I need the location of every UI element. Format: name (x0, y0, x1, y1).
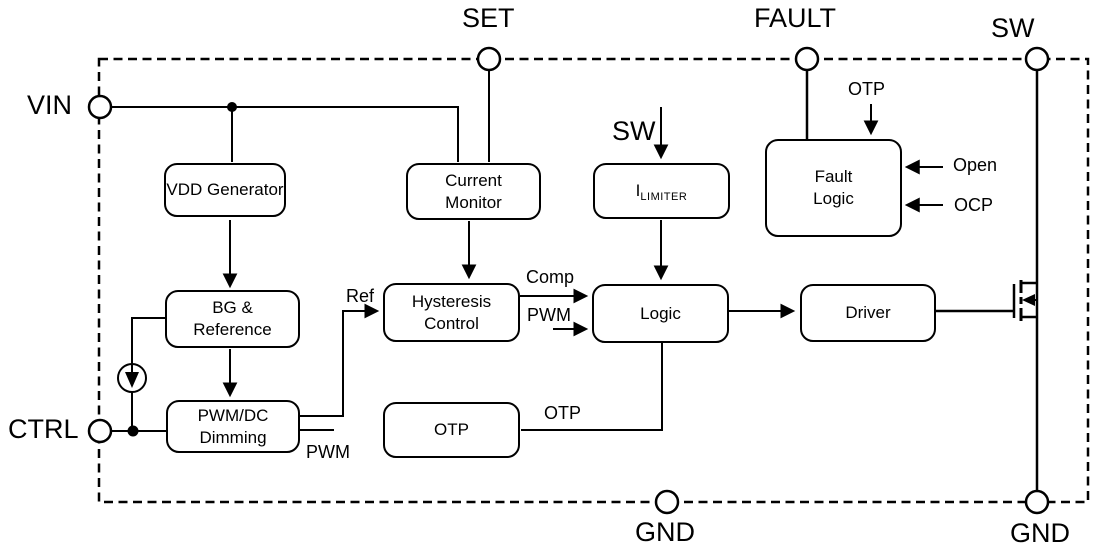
pin-circle-sw (1024, 46, 1050, 72)
block-pwm-dc-dimming: PWM/DC Dimming (166, 400, 300, 453)
signal-label-pwm-in: PWM (527, 305, 571, 325)
block-hysteresis-control: Hysteresis Control (383, 283, 520, 342)
block-current-monitor-line1: Current (445, 170, 502, 190)
block-current-monitor-line2: Monitor (445, 192, 502, 212)
pin-circle-gnd-right (1024, 489, 1050, 515)
nmos-body-arrow (1022, 294, 1035, 306)
signal-label-otp-out: OTP (544, 403, 582, 423)
block-logic: Logic (592, 284, 729, 343)
wire-vin-to-current-monitor (111, 106, 459, 162)
block-bg-reference-line1: BG & (212, 298, 253, 318)
block-vdd-generator: VDD Generator (164, 163, 286, 217)
block-bg-reference-line2: Reference (193, 320, 272, 339)
block-hysteresis-control-line2: Control (424, 313, 479, 333)
block-pwm-dc-dimming-line2: Dimming (199, 427, 267, 447)
pin-circle-fault (794, 46, 820, 72)
signal-label-ocp: OCP (954, 195, 994, 215)
pin-circle-vin (87, 94, 113, 120)
signal-label-ref: Ref (346, 286, 375, 306)
block-driver: Driver (800, 284, 936, 342)
pin-label-sw: SW (991, 13, 1035, 43)
pin-label-ctrl: CTRL (8, 414, 79, 444)
pin-label-gnd-center: GND (635, 517, 695, 547)
signal-label-comp: Comp (526, 267, 575, 287)
wire-logic-to-otp (521, 343, 663, 431)
block-pwm-dc-dimming-line1: PWM/DC (197, 405, 269, 425)
signal-label-pwm-out: PWM (306, 442, 350, 462)
block-fault-logic-line1: Fault (814, 167, 853, 187)
junction-dot-ctrl (127, 425, 139, 437)
pin-label-gnd-right: GND (1010, 518, 1070, 548)
wire-bg-tap-to-ctrl (131, 317, 165, 431)
signal-label-open: Open (953, 155, 998, 175)
block-current-monitor: Current Monitor (406, 163, 541, 220)
block-fault-logic-line2: Logic (813, 189, 854, 208)
block-bg-reference: BG & Reference (165, 290, 300, 348)
signal-label-otp-input: OTP (848, 79, 886, 99)
ic-boundary (97, 57, 1090, 504)
i-limiter-base: I (635, 181, 641, 201)
junction-dot-vin (227, 102, 237, 112)
pin-label-set: SET (462, 3, 515, 33)
arrow-ref-to-hysteresis (300, 303, 380, 417)
pin-circle-set (476, 46, 502, 72)
block-i-limiter-label: ILIMITER (635, 180, 688, 204)
pin-circles (87, 46, 1050, 515)
block-hysteresis-control-line1: Hysteresis (411, 291, 492, 311)
pin-circle-ctrl (87, 418, 113, 444)
block-i-limiter: ILIMITER (593, 163, 730, 219)
pin-circle-gnd-center (654, 489, 680, 515)
block-driver-label: Driver (845, 303, 891, 323)
block-fault-logic: Fault Logic (765, 139, 902, 237)
current-source-symbol (117, 363, 147, 393)
plain-wires (111, 70, 1039, 491)
block-otp: OTP (383, 402, 520, 458)
pin-label-vin: VIN (27, 90, 73, 120)
nmos-transistor-symbol (1012, 280, 1039, 321)
block-otp-label: OTP (434, 420, 469, 440)
pin-label-fault: FAULT (754, 3, 837, 33)
signal-label-sw-input: SW (612, 116, 656, 146)
arrow-wires (222, 104, 943, 417)
junction-dots (127, 102, 237, 437)
i-limiter-subscript: LIMITER (640, 191, 688, 204)
block-vdd-generator-label: VDD Generator (166, 180, 284, 200)
block-logic-label: Logic (640, 303, 681, 323)
